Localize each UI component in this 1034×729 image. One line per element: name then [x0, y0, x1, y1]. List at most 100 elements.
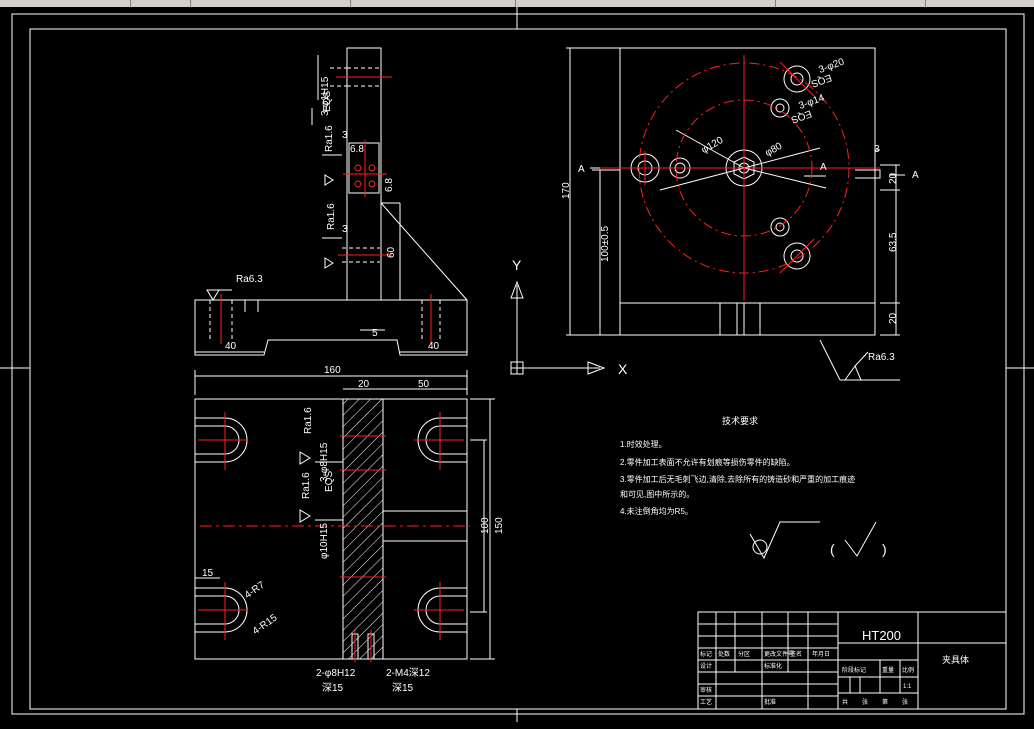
- holes-3-phi20: 3-φ20: [817, 56, 846, 76]
- dim-20: 20: [358, 379, 370, 390]
- radius-r7: 4-R7: [243, 579, 267, 601]
- axis-x-label: X: [618, 361, 628, 377]
- notes-heading: 技术要求: [722, 415, 758, 426]
- tb-r2-3: 标准化: [764, 662, 782, 670]
- paren-open: (: [830, 541, 835, 557]
- dim-50: 50: [418, 379, 430, 390]
- tb-bottom-0: 共: [842, 698, 848, 706]
- toolbar-segment[interactable]: [515, 0, 776, 7]
- dim-20-top: 20: [888, 172, 899, 184]
- section-a-right: A: [912, 170, 919, 181]
- front-view-centerlines: [220, 76, 432, 344]
- dim-100: 100: [480, 517, 491, 534]
- dia-80: φ80: [763, 141, 784, 160]
- title-block: [697, 611, 1007, 710]
- tb-bottom-2: 第: [882, 698, 888, 706]
- pin-spec-2-depth: 深15: [392, 682, 414, 694]
- material: HT200: [862, 628, 901, 643]
- sheet-border: [0, 7, 1034, 722]
- tb-r1-3: 更改文件号: [764, 650, 794, 658]
- note-line-2: 2.零件加工表面不允许有划痕等损伤零件的缺陷。: [620, 457, 795, 467]
- dim-160: 160: [324, 365, 341, 376]
- top-view: [194, 370, 495, 660]
- front-view-labels: 40 40 5 60 3 3 6.8 6.8 Ra6.3 Ra1.6 Ra1.6…: [225, 76, 440, 352]
- toolbar-segment[interactable]: [350, 0, 516, 7]
- dim-3a: 3: [342, 130, 348, 141]
- dim-6-8-top: 6.8: [350, 144, 364, 155]
- roughness-ra16-top: Ra1.6: [324, 125, 335, 152]
- dim-60: 60: [386, 246, 397, 258]
- note-line-1: 1.时效处理。: [620, 439, 667, 449]
- toolbar-segment[interactable]: [130, 0, 191, 7]
- front-view-outline: [194, 47, 468, 356]
- roughness-symbol-parens: ( ): [830, 541, 887, 557]
- note-line-4: 和可见,图中所示的。: [620, 489, 694, 499]
- toolbar-segment[interactable]: [0, 0, 131, 7]
- tb-r1-0: 标记: [700, 650, 712, 658]
- top-view-centerlines: [198, 412, 470, 662]
- holes-3-phi14: 3-φ14: [797, 92, 826, 112]
- title-block-text: HT200 夹具体 1:1 标记 处数 分区 更改文件号 签名 年月日 设计 标…: [700, 628, 969, 706]
- tb-r1-2: 分区: [738, 650, 750, 658]
- note-line-5: 4.未注倒角均为R5。: [620, 506, 693, 516]
- paren-close: ): [882, 541, 887, 557]
- tb-bottom-1: 张: [862, 698, 868, 706]
- roughness-ra63-side: Ra6.3: [868, 352, 895, 363]
- tb-r3-0: 审核: [700, 686, 712, 694]
- hole-spec-mid-eqs: EQS: [324, 471, 335, 492]
- roughness-ra16-b: Ra1.6: [301, 472, 312, 499]
- hole-spec-mid: 3-φ8H15: [319, 442, 330, 482]
- pin-spec-1-depth: 深15: [322, 682, 344, 694]
- front-view: [194, 47, 468, 356]
- tb-bottom-3: 张: [902, 698, 908, 706]
- dim-63-5: 63.5: [888, 232, 899, 252]
- toolbar-segment[interactable]: [190, 0, 351, 7]
- hole-spec-top-eqs: EQS: [322, 91, 333, 112]
- tb-right-2: 比例: [902, 666, 914, 674]
- technical-notes: 技术要求 1.时效处理。 2.零件加工表面不允许有划痕等损伤零件的缺陷。 3.零…: [620, 415, 855, 516]
- top-view-outline: [194, 398, 468, 660]
- tb-r4-0: 工艺: [700, 698, 712, 706]
- radius-r15: 4-R15: [251, 612, 280, 637]
- dim-150: 150: [494, 517, 505, 534]
- dim-20-bot: 20: [888, 312, 899, 324]
- hole-spec-center: φ10H15: [319, 523, 330, 559]
- side-view-labels: 170 100±0.5 20 63.5 20 3 φ120 φ80 3-φ20 …: [561, 56, 919, 363]
- tb-r4-2: 批准: [764, 698, 776, 706]
- section-a-left: A: [578, 164, 585, 175]
- tb-r1-1: 处数: [718, 650, 730, 658]
- side-view-centerlines: [600, 55, 880, 300]
- dim-15: 15: [202, 568, 214, 579]
- axis-y-label: Y: [512, 257, 522, 273]
- part-name: 夹具体: [942, 654, 969, 665]
- tb-right-1: 重量: [882, 666, 894, 674]
- section-a-inner: A: [820, 162, 827, 173]
- tb-right-0: 阶段标记: [842, 666, 866, 674]
- side-view: [566, 47, 905, 381]
- roughness-ra16-a: Ra1.6: [303, 407, 314, 434]
- front-view-holes: [354, 164, 376, 188]
- ucs-axis-labels: Y X: [512, 257, 628, 377]
- tb-r1-4: 签名: [790, 650, 802, 658]
- dim-3b: 3: [342, 224, 348, 235]
- side-view-outline: [619, 47, 876, 336]
- roughness-symbol: [749, 521, 877, 560]
- dim-40-right: 40: [428, 341, 440, 352]
- toolbar-segment[interactable]: [775, 0, 926, 7]
- dia-120: φ120: [700, 135, 726, 156]
- roughness-ra63: Ra6.3: [236, 274, 263, 285]
- dim-100-5: 100±0.5: [600, 225, 611, 262]
- tb-r1-5: 年月日: [812, 650, 830, 658]
- scale-value: 1:1: [903, 684, 912, 690]
- pin-spec-2: 2-M4深12: [386, 667, 430, 679]
- dim-170: 170: [561, 182, 572, 199]
- dim-6-8-side: 6.8: [384, 178, 395, 192]
- ucs-axis-icon: [510, 280, 606, 375]
- dim-40-left: 40: [225, 341, 237, 352]
- pin-spec-1: 2-φ8H12: [316, 668, 356, 679]
- tb-r2-0: 设计: [700, 662, 712, 670]
- hole-spec-top: 3-φ1H15: [320, 76, 331, 116]
- roughness-ra16-mid: Ra1.6: [326, 203, 337, 230]
- note-line-3: 3.零件加工后无毛刺飞边,清除,去除所有的铸造砂和严重的加工痕迹: [620, 474, 855, 484]
